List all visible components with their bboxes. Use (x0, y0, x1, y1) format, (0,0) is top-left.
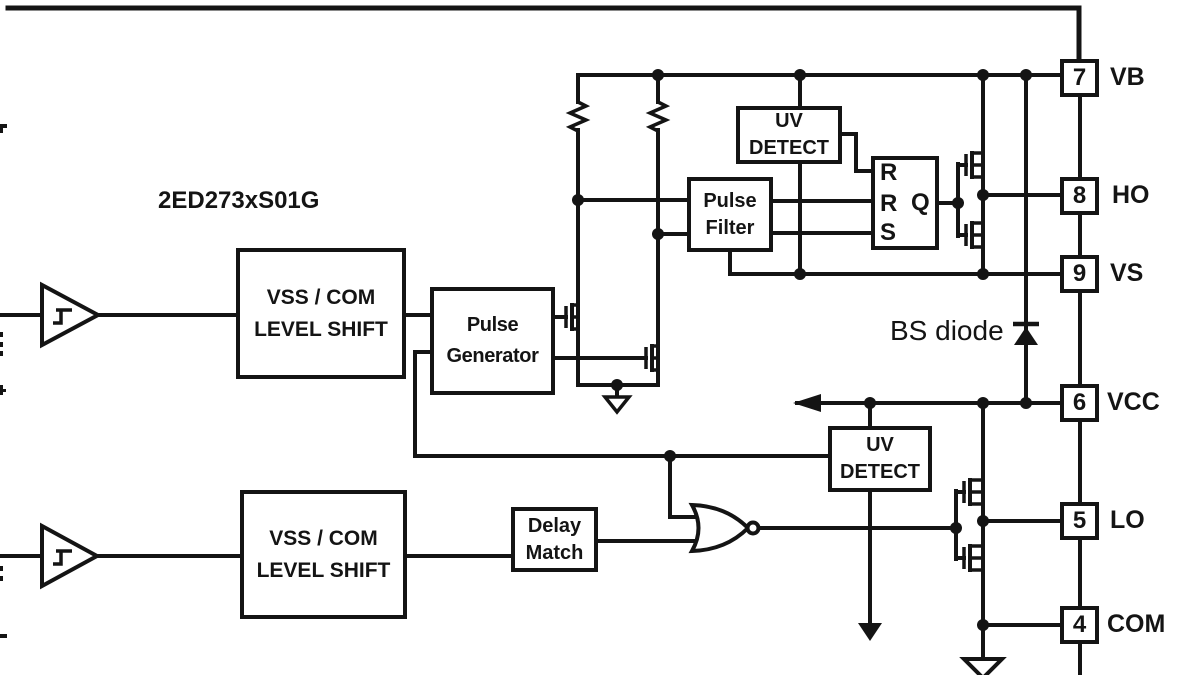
uv-detect-low-label: UV DETECT (830, 428, 930, 490)
level-shift-low-box (240, 490, 407, 619)
mosfet-levelshift-1 (564, 303, 579, 331)
level-shift-high-line2: LEVEL SHIFT (254, 317, 388, 341)
pin-name-vcc: VCC (1107, 388, 1160, 416)
mosfet-levelshift-2 (644, 344, 659, 372)
pulse-generator-label: Pulse Generator (432, 289, 553, 393)
level-shift-low-line2: LEVEL SHIFT (256, 558, 391, 582)
pin-name-vb: VB (1110, 63, 1145, 91)
schmitt-buffer-high (40, 281, 103, 349)
resistor-icon-1 (565, 100, 591, 133)
rs-latch-box (871, 156, 939, 250)
uv-detect-low-box (828, 426, 932, 492)
hysteresis-icon-low (53, 549, 72, 566)
pg-feedback-wire (413, 350, 830, 458)
delay-match-box (511, 507, 598, 572)
mosfet-lowside-lower (962, 544, 984, 572)
pin-name-com: COM (1107, 610, 1166, 638)
pin-box-lo (1060, 502, 1099, 540)
pin-number-com: 4 (1072, 611, 1087, 638)
bootstrap-diode-icon (1013, 321, 1039, 345)
left-edge-fragments (0, 124, 7, 638)
pin-box-vb (1060, 59, 1099, 97)
pin-number-lo: 5 (1072, 507, 1087, 534)
pin-name-vs: VS (1110, 259, 1144, 287)
chip-outline-top (5, 5, 1082, 64)
pulse-filter-line1: Pulse (703, 189, 757, 212)
uv-detect-high-label: UV DETECT (738, 108, 840, 162)
pin-number-vs: 9 (1072, 260, 1087, 287)
nor-input-top-wire (668, 454, 700, 519)
pulse-generator-box (430, 287, 555, 395)
pulse-generator-line2: Generator (446, 345, 539, 367)
earth-ground-icon (959, 657, 1007, 675)
level-shift-low-line1: VSS / COM (269, 526, 378, 550)
level-shift-low-label: VSS / COM LEVEL SHIFT (242, 492, 405, 617)
pin-box-vs (1060, 255, 1099, 293)
uv-detect-low-line1: UV (866, 434, 894, 456)
symbols (601, 321, 1039, 675)
signal-ground-icon (601, 395, 633, 415)
pin-box-com (1060, 606, 1099, 644)
latch-s-label: S (880, 219, 897, 246)
uv-detect-high-box (736, 106, 842, 164)
pin-name-ho: HO (1112, 181, 1150, 209)
latch-q-label: Q (911, 189, 930, 216)
resistor-branch-wires (576, 73, 660, 387)
schmitt-buffer-low (40, 522, 102, 590)
pin-number-vcc: 6 (1072, 389, 1087, 416)
uv-detect-high-line1: UV (775, 110, 803, 132)
latch-r-top-label: R (880, 159, 898, 186)
bs-diode-label: BS diode (890, 315, 1004, 346)
mosfet-lowside-upper (962, 478, 984, 506)
pulse-filter-box (687, 177, 773, 252)
pin-number-vb: 7 (1072, 64, 1087, 91)
level-shift-high-line1: VSS / COM (266, 285, 376, 309)
hysteresis-icon-high (53, 308, 72, 325)
uv-detect-low-line2: DETECT (840, 461, 920, 483)
delay-match-line2: Match (525, 541, 584, 564)
nor-gate (688, 502, 761, 554)
mosfet-highside-upper (964, 151, 984, 179)
pulse-filter-label: Pulse Filter (689, 179, 771, 250)
mosfet-highside-lower (964, 221, 984, 249)
uv-low-ground-arrow-icon (858, 623, 882, 641)
level-shift-high-box (236, 248, 406, 379)
uv-high-to-latch-wire (838, 132, 877, 173)
resistor-icon-2 (645, 100, 671, 133)
pulse-generator-line1: Pulse (466, 314, 519, 336)
uv-detect-high-line2: DETECT (749, 137, 829, 159)
pin-box-vcc (1060, 384, 1099, 422)
vcc-arrow-icon (793, 394, 821, 412)
part-number-title: 2ED273xS01G (158, 187, 320, 214)
delay-match-line1: Delay (527, 514, 582, 537)
latch-r-mid-label: R (880, 190, 898, 217)
pin-name-lo: LO (1110, 506, 1145, 534)
level-shift-high-label: VSS / COM LEVEL SHIFT (238, 250, 404, 377)
pulse-filter-line2: Filter (705, 216, 755, 239)
delay-match-label: Delay Match (513, 509, 596, 570)
pin-box-ho (1060, 177, 1099, 215)
junction-dots (572, 69, 1032, 631)
pin-number-ho: 8 (1072, 182, 1087, 209)
